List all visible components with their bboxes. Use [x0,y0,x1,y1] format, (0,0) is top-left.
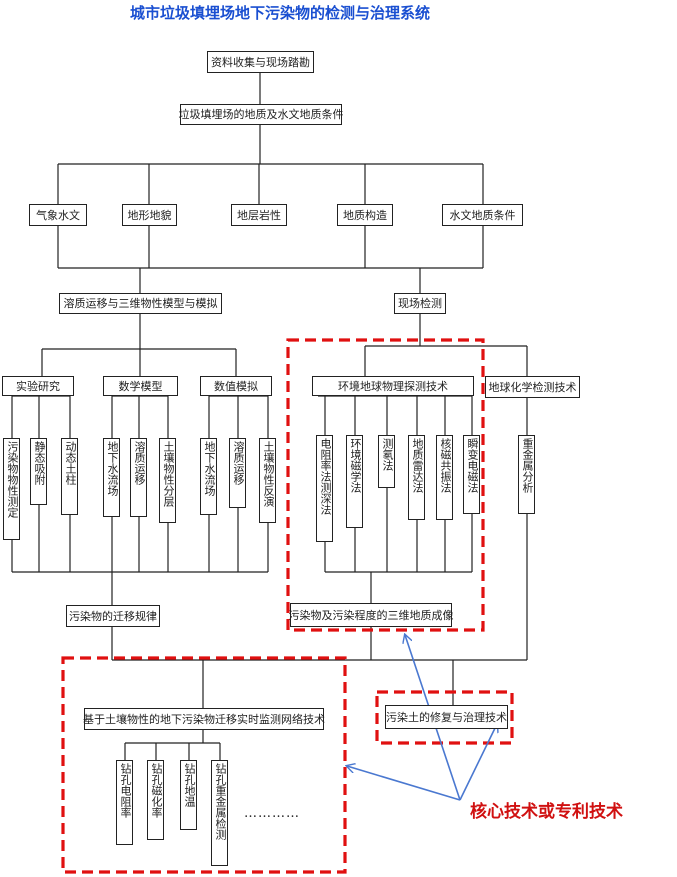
node-numeric-sim: 数值模拟 [200,376,272,396]
node-geophys: 环境地球物理探测技术 [312,376,474,396]
node-repair: 污染土的修复与治理技术 [385,705,508,729]
node-math-model: 数学模型 [103,376,178,396]
leaf-heavy-metal: 重金属分析 [518,435,535,514]
leaf-pollutant-property: 污染物物性测定 [3,438,20,540]
node-transport: 溶质运移与三维物性模型与模拟 [59,293,222,314]
node-experiment: 实验研究 [2,376,74,396]
ellipsis: ………… [244,806,300,821]
node-geology: 垃圾填埋场的地质及水文地质条件 [179,104,344,125]
leaf-borehole-susceptibility: 钻孔磁化率 [147,760,164,840]
leaf-solute-transport-1: 溶质运移 [130,438,147,517]
node-migration: 污染物的迁移规律 [66,605,160,627]
node-monitor: 基于土壤物性的地下污染物迁移实时监测网络技术 [83,708,325,730]
node-hydro: 水文地质条件 [442,204,523,226]
node-geochem: 地球化学检测技术 [485,376,580,398]
leaf-magnetics: 环境磁学法 [346,435,363,528]
core-tech-callout: 核心技术或专利技术 [470,802,623,822]
leaf-groundwater-flow-2: 地下水流场 [200,438,217,515]
leaf-soil-layering: 土壤物性分层 [159,438,176,523]
node-imaging: 污染物及污染程度的三维地质成像 [289,603,454,627]
leaf-resistivity: 电阻率法测深法 [316,435,333,542]
leaf-borehole-resistivity: 钻孔电阻率 [116,760,133,845]
leaf-static-adsorption: 静态吸附 [30,438,47,505]
node-lithology: 地层岩性 [231,204,287,226]
leaf-nmr: 核磁共振法 [436,435,453,520]
node-collect: 资料收集与现场踏勘 [207,51,314,73]
node-climate: 气象水文 [29,204,87,226]
leaf-borehole-temperature: 钻孔地温 [180,760,197,830]
leaf-dynamic-column: 动态土柱 [61,438,78,515]
leaf-soil-inversion: 土壤物性反演 [259,438,276,523]
leaf-radon: 测氡法 [378,435,395,488]
diagram-title: 城市垃圾填埋场地下污染物的检测与治理系统 [129,4,430,22]
leaf-solute-transport-2: 溶质运移 [229,438,246,508]
node-field: 现场检测 [394,293,446,314]
node-terrain: 地形地貌 [122,204,177,226]
leaf-borehole-heavy-metal: 钻孔重金属检测 [211,760,228,866]
leaf-tem: 瞬变电磁法 [463,435,480,514]
leaf-gpr: 地质雷达法 [408,435,425,520]
leaf-groundwater-flow-1: 地下水流场 [103,438,120,517]
node-structure: 地质构造 [337,204,393,226]
